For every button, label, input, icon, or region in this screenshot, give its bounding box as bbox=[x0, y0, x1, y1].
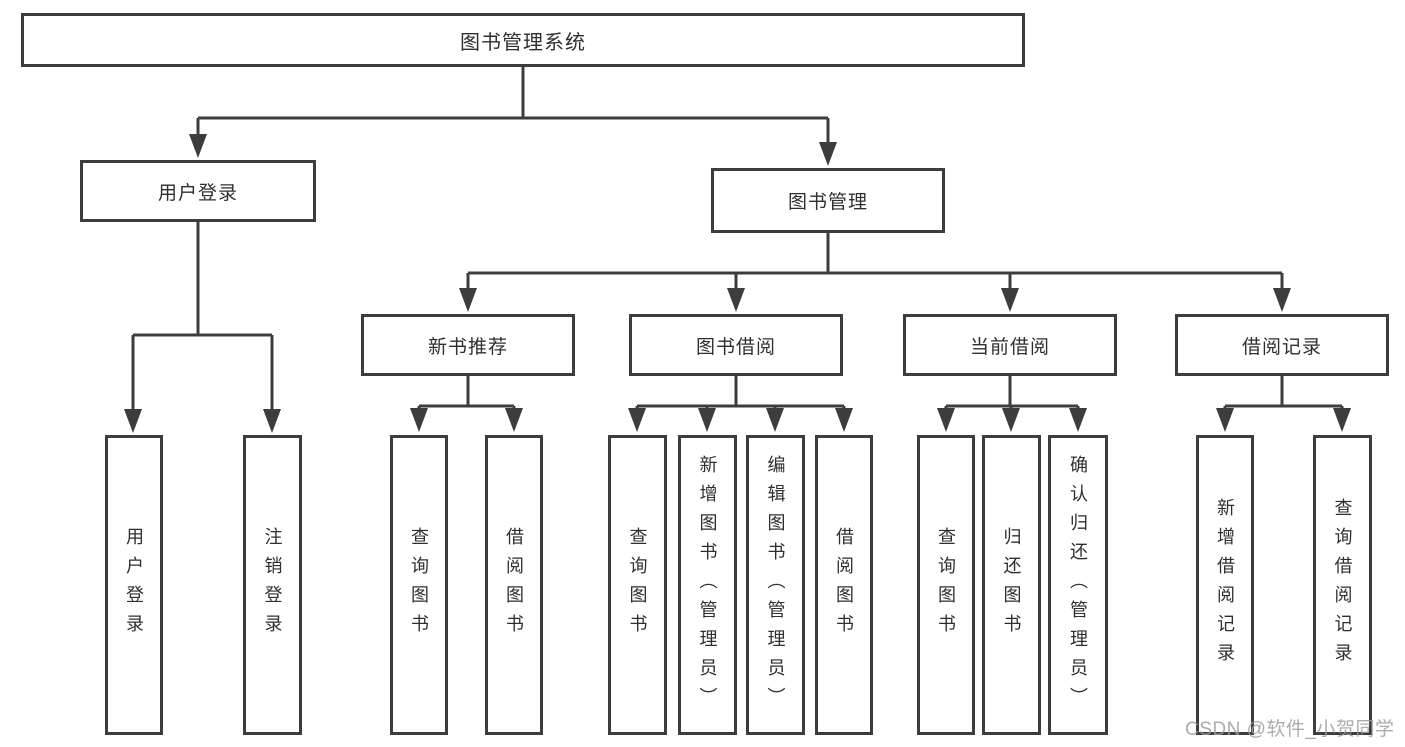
node-query-books-borrow: 查询图书 bbox=[608, 435, 667, 735]
arrowhead-icon bbox=[189, 134, 207, 158]
connector-book-management-group bbox=[466, 233, 1284, 294]
arrowhead-icon bbox=[124, 409, 142, 433]
arrowhead-icon bbox=[766, 408, 784, 432]
node-current-borrow: 当前借阅 bbox=[903, 314, 1117, 376]
arrowhead-icon bbox=[505, 408, 523, 432]
node-new-book-recommend: 新书推荐 bbox=[361, 314, 575, 376]
node-borrow-books: 借阅图书 bbox=[815, 435, 873, 735]
node-query-books-recommend: 查询图书 bbox=[390, 435, 448, 735]
node-label: 新增借阅记录 bbox=[1215, 498, 1235, 672]
arrowhead-icon bbox=[263, 409, 281, 433]
arrowhead-icon bbox=[1216, 408, 1234, 432]
arrowhead-icon bbox=[1333, 408, 1351, 432]
arrowhead-icon bbox=[937, 408, 955, 432]
node-label: 借阅图书 bbox=[504, 527, 524, 643]
node-label: 新增图书（管理员） bbox=[697, 454, 718, 716]
arrowhead-icon bbox=[819, 142, 837, 166]
connector-borrow-record-group bbox=[1223, 376, 1344, 414]
arrowhead-icon bbox=[1273, 288, 1291, 312]
arrowhead-icon bbox=[1002, 408, 1020, 432]
arrowhead-icon bbox=[835, 408, 853, 432]
node-label: 注销登录 bbox=[262, 527, 283, 643]
node-label: 确认归还（管理员） bbox=[1068, 454, 1088, 716]
node-borrow-records: 借阅记录 bbox=[1175, 314, 1389, 376]
node-label: 查询图书 bbox=[936, 527, 956, 643]
node-query-books-current: 查询图书 bbox=[917, 435, 975, 735]
node-logout: 注销登录 bbox=[243, 435, 302, 735]
node-edit-book-admin: 编辑图书（管理员） bbox=[746, 435, 805, 735]
connector-new-book-group bbox=[417, 376, 516, 414]
node-add-borrow-record: 新增借阅记录 bbox=[1196, 435, 1254, 735]
node-book-borrow: 图书借阅 bbox=[629, 314, 843, 376]
node-label: 借阅图书 bbox=[834, 527, 854, 643]
arrowheads bbox=[124, 134, 1351, 433]
node-label: 用户登录 bbox=[124, 527, 144, 643]
arrowhead-icon bbox=[459, 288, 477, 312]
arrowhead-icon bbox=[1069, 408, 1087, 432]
arrowhead-icon bbox=[410, 408, 428, 432]
arrowhead-icon bbox=[628, 408, 646, 432]
node-user-login: 用户登录 bbox=[80, 160, 316, 222]
node-label: 查询图书 bbox=[627, 527, 648, 643]
node-borrow-books-recommend: 借阅图书 bbox=[485, 435, 543, 735]
node-book-management: 图书管理 bbox=[711, 168, 945, 233]
node-label: 归还图书 bbox=[1001, 527, 1022, 643]
arrowhead-icon bbox=[1001, 288, 1019, 312]
connector-user-login-group bbox=[131, 222, 274, 415]
node-root: 图书管理系统 bbox=[21, 13, 1025, 67]
node-confirm-return-admin: 确认归还（管理员） bbox=[1048, 435, 1108, 735]
node-add-book-admin: 新增图书（管理员） bbox=[678, 435, 737, 735]
arrowhead-icon bbox=[698, 408, 716, 432]
node-user-login-leaf: 用户登录 bbox=[105, 435, 163, 735]
node-label: 查询图书 bbox=[409, 527, 429, 643]
connector-book-borrow-group bbox=[635, 376, 846, 414]
node-query-borrow-record: 查询借阅记录 bbox=[1313, 435, 1372, 735]
node-label: 编辑图书（管理员） bbox=[765, 454, 786, 716]
node-label: 查询借阅记录 bbox=[1332, 498, 1353, 672]
arrowhead-icon bbox=[727, 288, 745, 312]
node-return-book: 归还图书 bbox=[982, 435, 1041, 735]
